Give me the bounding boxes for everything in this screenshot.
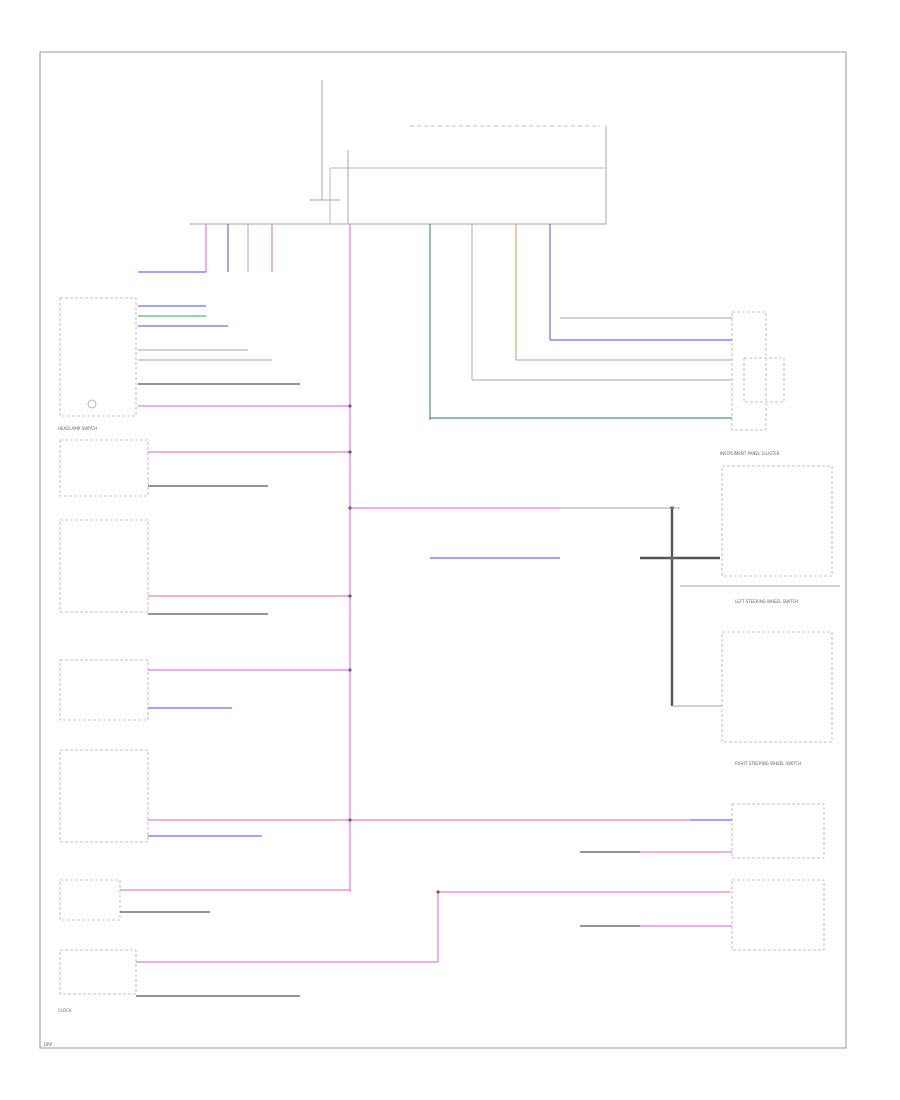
clock-label: CLOCK [58,1008,72,1013]
right-steering-wheel-switch-label: RIGHT STEERING WHEEL SWITCH [735,761,801,766]
left-components: CLOCK [58,439,730,1013]
diagram-frame [39,51,847,1049]
top-wire-drops [205,224,551,892]
headlamp-switch-label: HEADLAMP SWITCH [58,426,97,431]
fuse-block [190,80,607,225]
headlamp-switch: HEADLAMP SWITCH [58,271,350,431]
footer-code: DRP [44,1042,53,1047]
steering-section: LEFT STEERING WHEEL SWITCH RIGHT STEERIN… [350,465,840,766]
right-lower-components [580,803,825,951]
splice-points [348,404,674,894]
instrument-panel-cluster-label: INSTRUMENT PANEL CLUSTER [720,451,780,456]
left-steering-wheel-switch-label: LEFT STEERING WHEEL SWITCH [735,599,798,604]
instrument-cluster-connector: INSTRUMENT PANEL CLUSTER [430,311,785,456]
